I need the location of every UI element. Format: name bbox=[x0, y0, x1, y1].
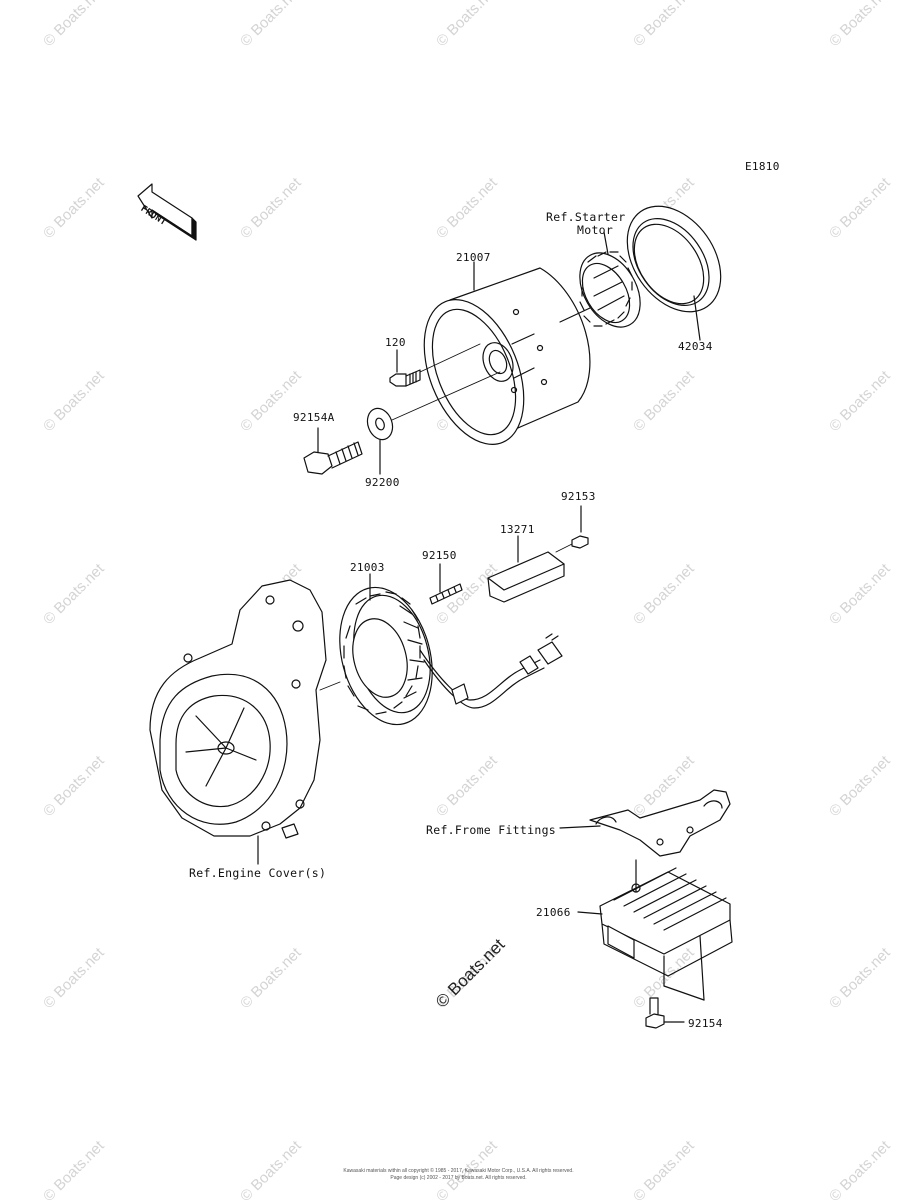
ring-gear-42034 bbox=[608, 189, 740, 340]
bolt-92154a bbox=[304, 428, 362, 474]
label-ref-starter-motor: Ref.Starter bbox=[546, 210, 626, 224]
plate-13271 bbox=[488, 536, 564, 602]
label-92200: 92200 bbox=[365, 476, 400, 489]
copyright-line-2: Page design (c) 2002 - 2017 by Boats.net… bbox=[390, 1175, 527, 1181]
bolt-92154 bbox=[646, 998, 684, 1028]
flywheel-21007 bbox=[405, 262, 590, 459]
frame-fitting-bracket bbox=[560, 790, 730, 856]
label-13271: 13271 bbox=[500, 523, 535, 536]
copyright-line-1: Kawasaki materials within all copyright … bbox=[343, 1168, 574, 1174]
label-92154: 92154 bbox=[688, 1017, 723, 1030]
stator-21003 bbox=[320, 574, 562, 735]
bolt-120 bbox=[390, 344, 480, 386]
front-arrow-icon bbox=[138, 184, 196, 240]
engine-cover bbox=[150, 580, 326, 864]
label-120: 120 bbox=[385, 336, 406, 349]
label-92153: 92153 bbox=[561, 490, 596, 503]
screw-92153 bbox=[556, 506, 588, 552]
washer-92200 bbox=[363, 372, 500, 474]
label-21007: 21007 bbox=[456, 251, 491, 264]
label-42034: 42034 bbox=[678, 340, 713, 353]
copyright-footer: Kawasaki materials within all copyright … bbox=[0, 1168, 917, 1182]
starter-clutch bbox=[567, 232, 652, 338]
label-ref-engine-cover: Ref.Engine Cover(s) bbox=[189, 866, 327, 880]
label-92150: 92150 bbox=[422, 549, 457, 562]
label-ref-frame-fittings: Ref.Frome Fittings bbox=[426, 823, 557, 837]
label-ref-starter-motor-line2: Motor bbox=[577, 223, 614, 237]
regulator-21066 bbox=[578, 860, 732, 1000]
label-92154a: 92154A bbox=[293, 411, 335, 424]
label-21003: 21003 bbox=[350, 561, 385, 574]
label-21066: 21066 bbox=[536, 906, 571, 919]
bolt-92150 bbox=[430, 564, 462, 604]
diagram-code: E1810 bbox=[745, 160, 780, 173]
